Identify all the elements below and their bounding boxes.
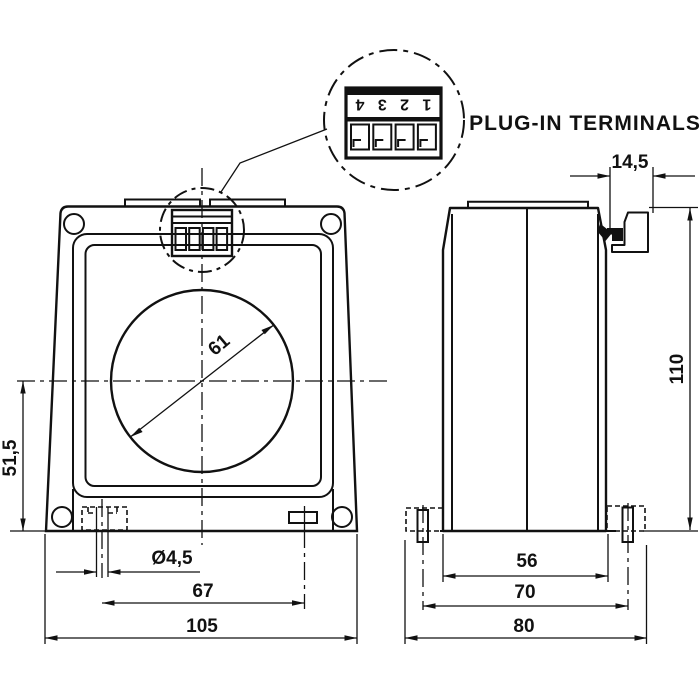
dim-105: 105 — [44, 534, 358, 644]
side-foot-right — [606, 503, 646, 610]
dim-body-depth: 56 — [516, 551, 537, 572]
connector-clip — [607, 228, 623, 241]
detail-leader-line — [220, 128, 328, 193]
dim-14-5: 14,5 — [570, 152, 695, 230]
side-foot-left — [405, 505, 444, 610]
side-lid — [467, 200, 589, 207]
front-mounting-slot — [81, 499, 128, 578]
dim-center-height: 51,5 — [0, 439, 21, 476]
dim-80: 80 — [404, 540, 648, 644]
dim-hole-spacing: 67 — [192, 581, 213, 602]
front-corner-hole — [331, 506, 353, 528]
terminal-number-1: 1 — [422, 96, 431, 113]
front-corner-hole — [51, 506, 73, 528]
dim-overall-depth: 80 — [513, 616, 534, 637]
side-connector — [597, 211, 649, 253]
front-bottom-tab — [288, 511, 318, 524]
front-corner-hole — [63, 213, 85, 235]
front-inner-frame-inner — [84, 244, 322, 487]
dim-110: 110 — [643, 206, 698, 532]
detail-reference-circle — [159, 187, 245, 273]
terminal-number-2: 2 — [400, 96, 409, 113]
front-terminal-block — [170, 208, 234, 258]
dim-hole-diameter: Ø4,5 — [151, 548, 193, 569]
dim-56: 56 — [442, 534, 609, 582]
dim-aperture-diameter: 61 — [204, 330, 234, 360]
dim-hole: Ø4,5 — [56, 548, 200, 575]
dim-70: 70 — [423, 582, 628, 609]
dim-51-5: 51,5 — [0, 381, 45, 532]
dim-overall-height: 110 — [667, 354, 688, 385]
front-top-tab-right — [209, 198, 286, 208]
diameter-arrow-line — [129, 324, 275, 438]
terminal-number-4: 4 — [355, 96, 364, 113]
front-top-tab-left — [124, 198, 201, 208]
dim-overall-width: 105 — [186, 616, 218, 637]
side-body-outline — [441, 206, 608, 533]
body-latch-wedge — [597, 223, 612, 241]
terminal-block-detail: 1 2 3 4 — [344, 86, 443, 160]
plug-in-terminals-label: PLUG-IN TERMINALS — [469, 112, 700, 135]
detail-circle — [323, 49, 465, 191]
aperture-circle — [109, 288, 295, 474]
dim-flange-depth: 70 — [514, 582, 535, 603]
front-body-outline — [44, 205, 359, 533]
terminal-detail: 1 2 3 4 PLUG-IN TERMINALS — [323, 49, 700, 191]
front-corner-hole — [320, 213, 342, 235]
dim-terminal-depth: 14,5 — [612, 152, 649, 173]
dim-67: 67 — [102, 581, 305, 606]
side-view: 14,5 110 56 70 — [404, 152, 698, 644]
terminal-number-3: 3 — [378, 96, 387, 113]
front-view: 51,5 Ø4,5 67 105 61 — [0, 128, 389, 644]
